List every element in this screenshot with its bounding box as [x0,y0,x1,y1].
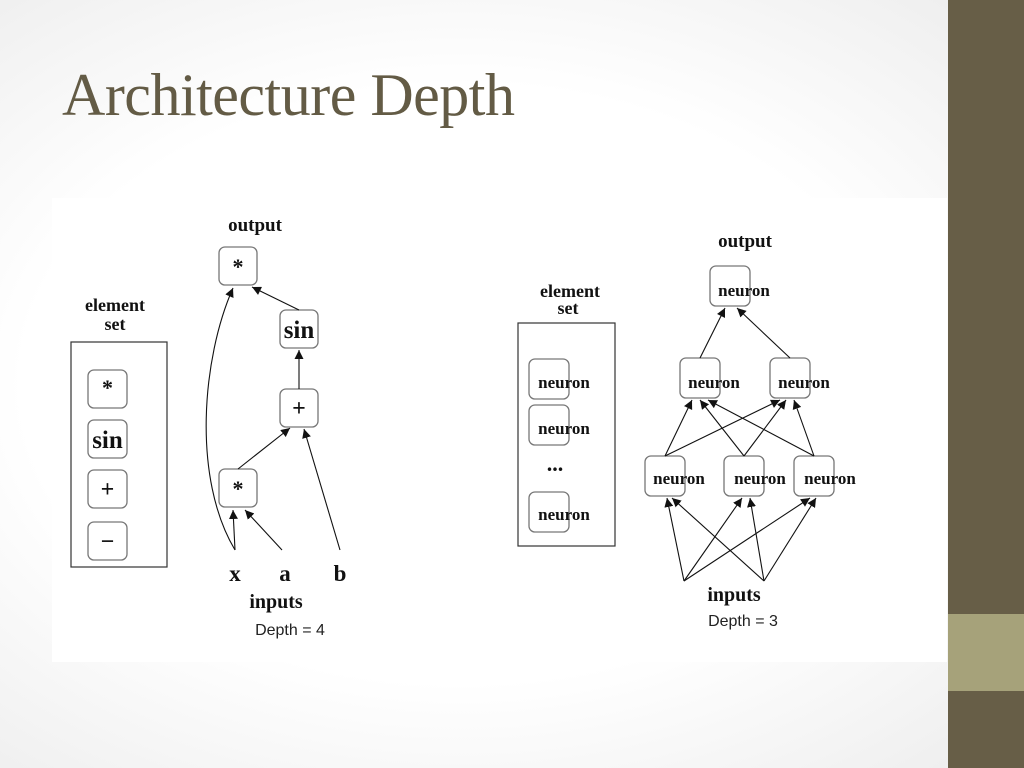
left-set-node-mult-label: * [102,375,113,400]
right-depth-caption: Depth = 3 [708,613,778,630]
right-edge-in2-to-h1r [763,497,817,582]
left-diagram: output element set * sin + − * sin + * x… [70,215,347,639]
right-element-set-box [517,322,616,547]
left-input-a: a [279,561,291,586]
left-set-node-minus-label: − [101,529,115,555]
right-edge-in2-to-h1m [747,497,765,582]
right-edge-in1-to-h1m [683,497,743,582]
left-element-set-label-line1: element [85,295,145,315]
left-node-sin-label: sin [284,317,315,344]
left-edge-x-to-output [205,287,236,551]
right-output-label: output [718,231,773,252]
right-edge-h2r-to-out [736,307,791,359]
left-inputs-label: inputs [249,591,303,613]
left-element-set-box [70,341,168,568]
right-edge-h1r-to-h2l [707,399,815,457]
left-edge-a-to-mult [244,509,283,551]
right-element-set-label-line1: element [540,281,600,301]
right-edge-in1-to-h1r [683,497,811,582]
left-input-b: b [334,561,347,586]
left-set-node-minus [87,521,128,561]
left-set-node-plus-label: + [101,477,115,503]
right-set-node-neuron-2 [528,404,570,446]
right-set-node-neuron-3-label: neuron [538,505,590,524]
left-set-node-sin-label: sin [92,427,123,454]
right-inputs-label: inputs [707,584,761,606]
right-edge-h1m-to-h2l [699,399,745,457]
right-diagram: output element set neuron neuron ... neu… [517,231,856,630]
right-edge-in2-to-h1l [671,497,765,582]
right-set-node-neuron-1 [528,358,570,400]
right-set-node-neuron-2-label: neuron [538,419,590,438]
left-node-mult-label: * [233,476,244,501]
left-element-set-label-line2: set [105,314,126,334]
left-set-node-sin [87,419,128,459]
right-set-node-neuron-1-label: neuron [538,373,590,392]
left-edge-b-to-plus [302,428,341,551]
left-depth-caption: Depth = 4 [255,622,325,639]
right-node-output-neuron [709,265,751,307]
left-input-x: x [229,561,241,586]
left-set-node-mult [87,369,128,409]
left-node-output-mult [218,246,258,286]
left-set-node-plus [87,469,128,509]
right-edge-h1r-to-h2r [792,399,815,457]
left-edge-x-to-mult [228,509,238,551]
architecture-figure: output element set * sin + − * sin + * x… [52,198,947,662]
right-node-h2-left-label: neuron [688,373,740,392]
slide-title: Architecture Depth [62,62,515,128]
right-node-h1-left-label: neuron [653,469,705,488]
right-element-set-label-line2: set [558,298,579,318]
left-edge-mult-to-plus [237,427,291,470]
right-set-ellipsis: ... [547,451,564,476]
right-node-h1-mid-label: neuron [734,469,786,488]
right-edge-h1m-to-h2r [743,399,787,457]
left-output-label: output [228,215,283,236]
right-edge-h1l-to-h2l [664,399,693,457]
left-node-output-mult-label: * [233,254,244,279]
left-node-plus-label: + [292,396,306,422]
architecture-diagram-svg: output element set * sin + − * sin + * x… [70,215,856,639]
sidebar-accent-block [948,614,1024,691]
right-node-h2-right-label: neuron [778,373,830,392]
right-node-output-neuron-label: neuron [718,281,770,300]
right-edge-h2l-to-out [699,307,726,359]
right-node-h1-right-label: neuron [804,469,856,488]
left-edge-sin-to-output [251,286,300,311]
right-edge-in1-to-h1l [664,497,685,582]
right-set-node-neuron-3 [528,491,570,533]
